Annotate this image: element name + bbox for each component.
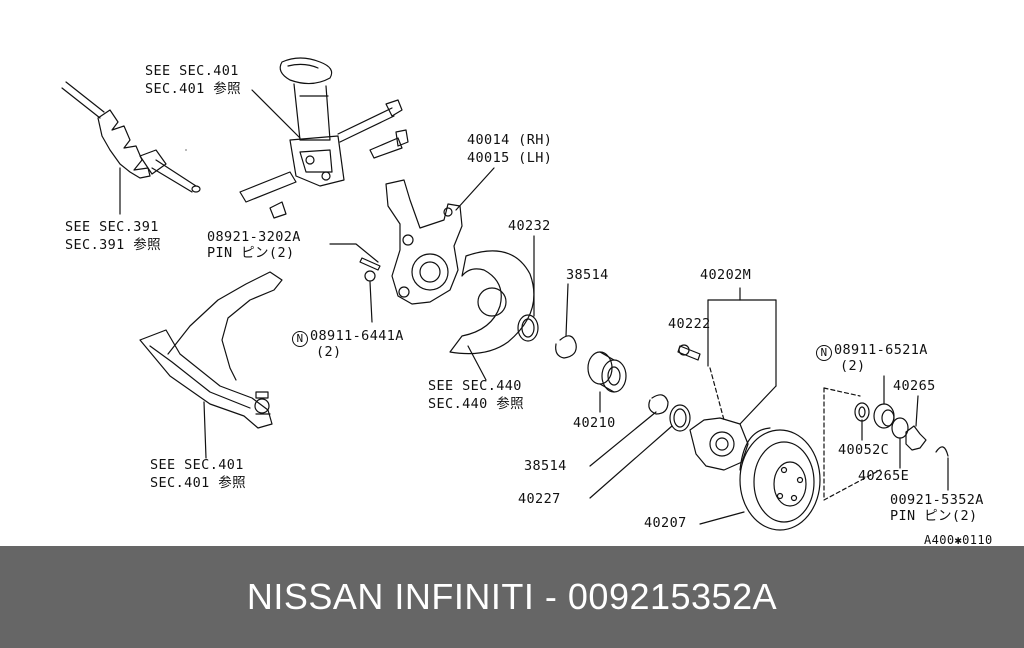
label-40207: 40207 — [644, 515, 687, 531]
label-sec401-bottom-2: SEC.401 参照 — [150, 475, 247, 491]
label-nut-b-number: 08911-6521A — [834, 342, 928, 358]
caption-bar: NISSAN INFINITI - 009215352A — [0, 546, 1024, 648]
label-sec440-1: SEE SEC.440 — [428, 378, 522, 394]
label-nut-b-qty: (2) — [840, 358, 866, 374]
snap-ring-bottom — [648, 394, 669, 415]
strut-drawing — [239, 57, 409, 219]
label-38514-top: 38514 — [566, 267, 609, 283]
label-40232: 40232 — [508, 218, 551, 234]
label-40202m: 40202M — [700, 267, 752, 283]
nut-symbol-icon: N — [292, 331, 308, 347]
label-40052c: 40052C — [838, 442, 890, 458]
knuckle-drawing — [385, 167, 495, 305]
label-sec391-1: SEE SEC.391 — [65, 219, 159, 235]
parts-diagram: SEE SEC.401 SEC.401 参照 SEE SEC.391 SEC.3… — [61, 57, 993, 547]
lower-arm-drawing — [139, 271, 283, 459]
hub-drawing — [677, 287, 777, 471]
drive-shaft-drawing — [61, 81, 201, 215]
dust-shield-drawing — [449, 250, 535, 381]
label-sec401-top-2: SEC.401 参照 — [145, 81, 242, 97]
label-40227: 40227 — [518, 491, 561, 507]
label-pin-b-number: 00921-5352A — [890, 492, 984, 508]
nut-a — [364, 270, 376, 282]
label-nut-a-qty: (2) — [316, 344, 342, 360]
label-knuckle-lh: 40015 (LH) — [467, 150, 553, 166]
label-pin-b-desc: PIN ピン(2) — [890, 508, 978, 524]
label-40210: 40210 — [573, 415, 616, 431]
label-knuckle-rh: 40014 (RH) — [467, 132, 553, 148]
parts-drawing — [61, 57, 949, 531]
seal-40232 — [517, 314, 539, 342]
label-sec401-bottom-1: SEE SEC.401 — [150, 457, 244, 473]
rotor-drawing — [699, 427, 821, 531]
nut-group-drawing — [823, 375, 949, 501]
bearing-40210 — [587, 351, 627, 413]
label-sec391-2: SEC.391 参照 — [65, 237, 162, 253]
part-caption: NISSAN INFINITI - 009215352A — [246, 576, 778, 617]
label-nut-a-number: 08911-6441A — [310, 328, 404, 344]
nut-symbol-icon: N — [816, 345, 832, 361]
label-pin-a-number: 08921-3202A — [207, 229, 301, 245]
label-40222: 40222 — [668, 316, 711, 332]
label-pin-a-desc: PIN ピン(2) — [207, 245, 295, 261]
diagram-reference-code: A400✱0110 — [924, 533, 993, 547]
snap-ring-top — [555, 335, 577, 359]
label-sec401-top-1: SEE SEC.401 — [145, 63, 239, 79]
label-sec440-2: SEC.440 参照 — [428, 396, 525, 412]
seal-40227 — [669, 404, 691, 432]
label-40265e: 40265E — [858, 468, 910, 484]
label-38514-bottom: 38514 — [524, 458, 567, 474]
label-40265: 40265 — [893, 378, 936, 394]
